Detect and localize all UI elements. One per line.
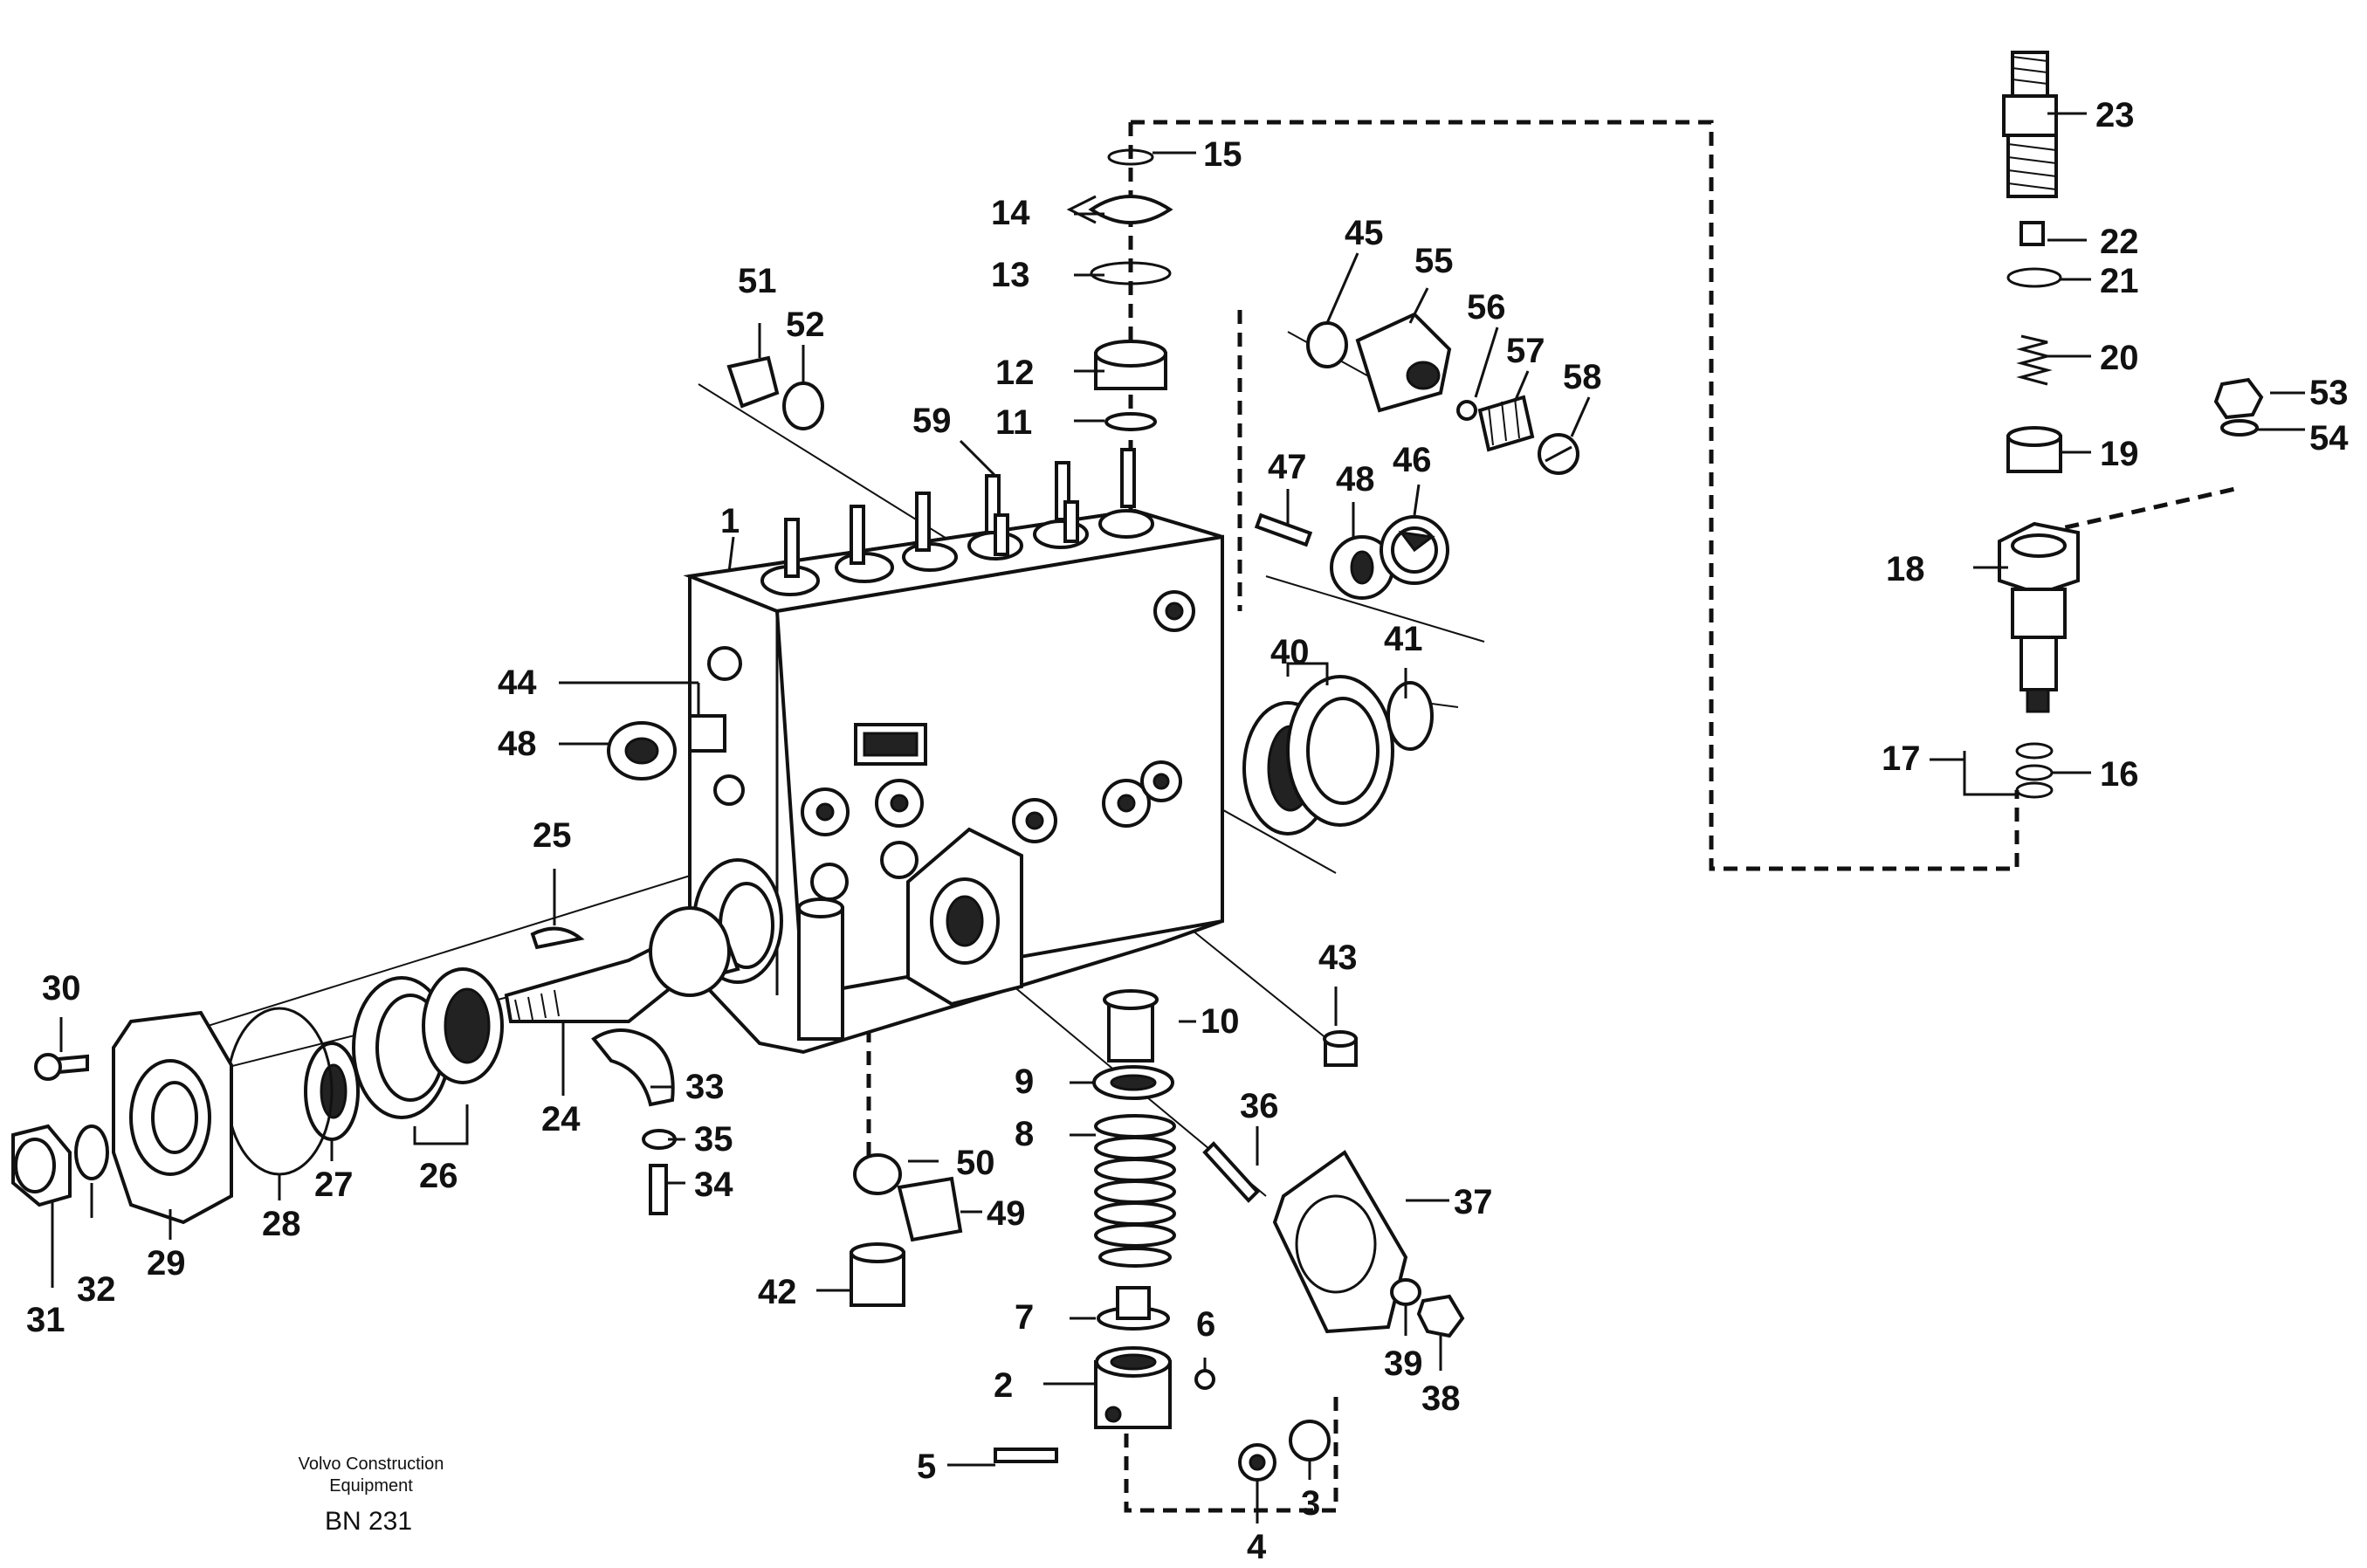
housing-studs bbox=[784, 448, 1136, 578]
callout-30: 30 bbox=[42, 969, 81, 1008]
callout-53: 53 bbox=[2309, 374, 2349, 412]
callout-37: 37 bbox=[1454, 1183, 1493, 1221]
callout-56: 56 bbox=[1467, 288, 1506, 327]
callout-4: 4 bbox=[1247, 1528, 1267, 1566]
callout-28: 28 bbox=[262, 1205, 301, 1243]
callout-20: 20 bbox=[2100, 339, 2139, 377]
drawing-caption: Volvo Construction Equipment BN 231 bbox=[299, 1455, 444, 1536]
callout-38: 38 bbox=[1421, 1379, 1461, 1418]
caption-company: Volvo Construction bbox=[299, 1455, 444, 1474]
callout-7: 7 bbox=[1015, 1298, 1034, 1337]
callout-18: 18 bbox=[1886, 550, 1925, 588]
callout-6: 6 bbox=[1196, 1305, 1215, 1344]
callout-14: 14 bbox=[991, 194, 1030, 232]
key bbox=[530, 926, 585, 950]
callout-12: 12 bbox=[995, 354, 1035, 392]
callout-59: 59 bbox=[912, 402, 952, 440]
callout-21: 21 bbox=[2100, 262, 2139, 300]
callout-3: 3 bbox=[1301, 1484, 1320, 1523]
callout-35: 35 bbox=[694, 1120, 733, 1159]
callout-8: 8 bbox=[1015, 1115, 1034, 1153]
callout-47: 47 bbox=[1268, 448, 1307, 486]
callout-29: 29 bbox=[147, 1244, 186, 1283]
callout-24: 24 bbox=[541, 1100, 581, 1138]
callout-55: 55 bbox=[1414, 242, 1454, 280]
nozzle-holder-assembly bbox=[1998, 51, 2264, 799]
callout-49: 49 bbox=[987, 1194, 1026, 1233]
caption-equipment: Equipment bbox=[329, 1476, 413, 1496]
callout-16: 16 bbox=[2100, 755, 2139, 794]
callout-19: 19 bbox=[2100, 435, 2139, 473]
callout-13: 13 bbox=[991, 256, 1030, 294]
washer bbox=[74, 1124, 109, 1180]
callout-33: 33 bbox=[685, 1068, 725, 1106]
callout-41: 41 bbox=[1384, 620, 1423, 658]
callout-52: 52 bbox=[786, 306, 825, 344]
callout-48: 48 bbox=[498, 725, 537, 763]
callout-34: 34 bbox=[694, 1166, 733, 1204]
callout-27: 27 bbox=[314, 1166, 354, 1204]
callout-15: 15 bbox=[1203, 135, 1242, 174]
callout-11: 11 bbox=[995, 403, 1032, 442]
delivery-valve-stack bbox=[1088, 148, 1579, 1067]
callout-9: 9 bbox=[1015, 1063, 1034, 1101]
callout-2: 2 bbox=[994, 1366, 1013, 1405]
pump-housing bbox=[683, 448, 1224, 1055]
pump-element-stack bbox=[607, 355, 1465, 1482]
callout-5: 5 bbox=[917, 1448, 936, 1486]
callout-10: 10 bbox=[1201, 1002, 1240, 1041]
callout-22: 22 bbox=[2100, 223, 2139, 261]
callout-45: 45 bbox=[1345, 214, 1384, 252]
camshaft-assembly bbox=[11, 906, 740, 1225]
callout-54: 54 bbox=[2309, 419, 2349, 457]
callout-39: 39 bbox=[1384, 1344, 1423, 1383]
callout-44: 44 bbox=[498, 664, 537, 702]
callout-26: 26 bbox=[419, 1157, 458, 1195]
callout-labels: 1 2 3 4 5 6 7 8 9 10 11 12 13 14 15 16 1… bbox=[26, 96, 2349, 1566]
callout-23: 23 bbox=[2095, 96, 2135, 134]
nozzle-spring bbox=[2016, 334, 2053, 386]
callout-25: 25 bbox=[533, 816, 572, 855]
callout-43: 43 bbox=[1318, 939, 1358, 977]
leader-lines bbox=[51, 112, 2305, 1523]
callout-58: 58 bbox=[1563, 358, 1602, 396]
callout-46: 46 bbox=[1393, 441, 1432, 479]
housing-front-bores bbox=[707, 590, 1195, 901]
counterweight bbox=[591, 1028, 675, 1107]
callout-48: 48 bbox=[1336, 460, 1375, 499]
callout-40: 40 bbox=[1270, 633, 1310, 671]
callout-36: 36 bbox=[1240, 1087, 1279, 1125]
callout-17: 17 bbox=[1882, 739, 1921, 778]
taper-bearing bbox=[352, 967, 504, 1119]
callout-32: 32 bbox=[77, 1270, 116, 1309]
callout-50: 50 bbox=[956, 1144, 995, 1182]
callout-51: 51 bbox=[738, 262, 777, 300]
callout-57: 57 bbox=[1506, 332, 1545, 370]
gasket bbox=[1272, 1150, 1408, 1334]
callout-42: 42 bbox=[758, 1273, 797, 1311]
callout-1: 1 bbox=[720, 502, 740, 540]
callout-31: 31 bbox=[26, 1301, 65, 1339]
plunger-spring bbox=[1094, 1114, 1176, 1268]
bolt bbox=[649, 1164, 668, 1215]
drawing-code: BN 231 bbox=[325, 1507, 412, 1536]
